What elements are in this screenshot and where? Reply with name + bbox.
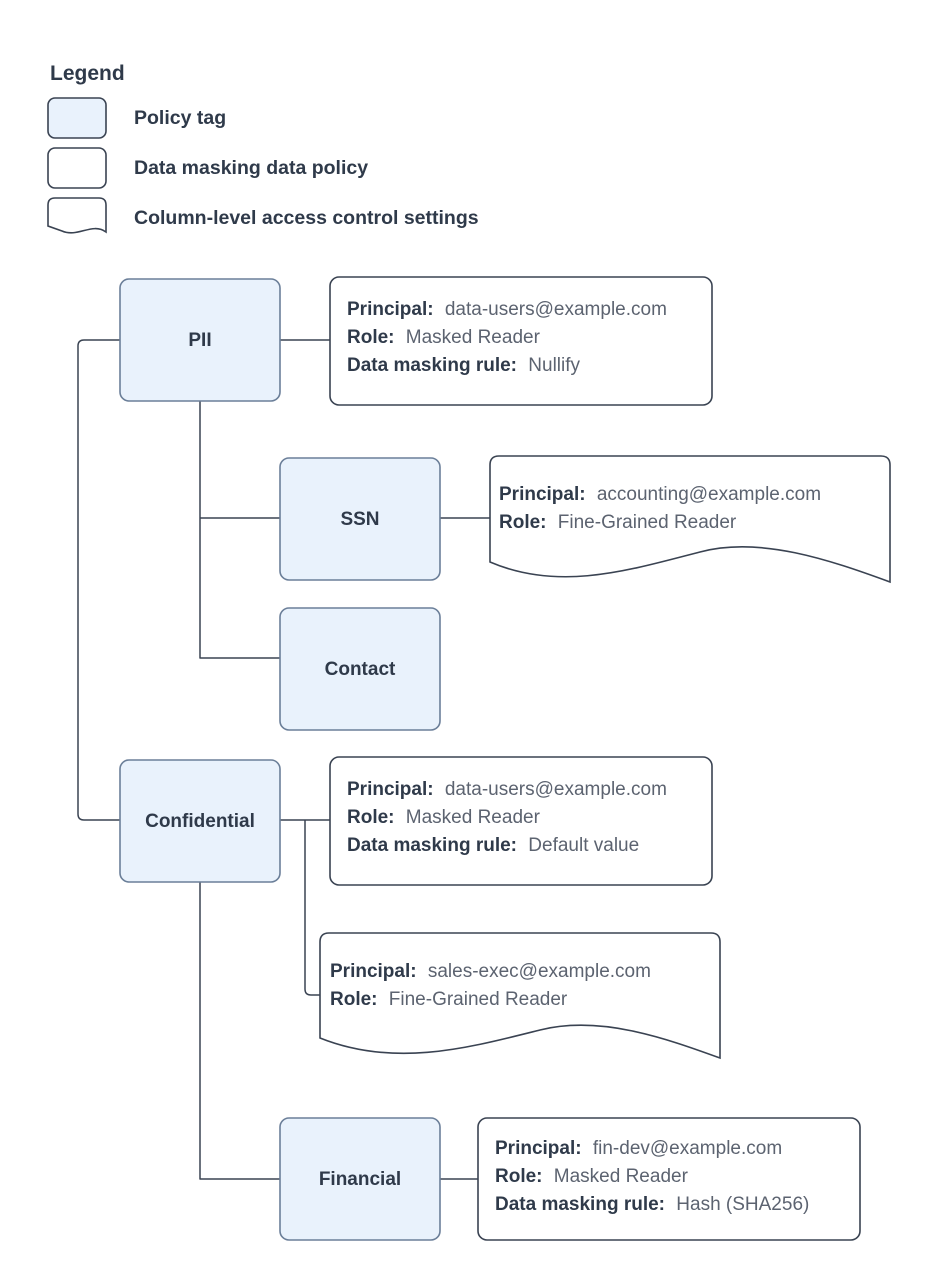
node-ssn-rect[interactable] (279, 457, 441, 581)
card-ssn-access-principal: Principal: accounting@example.com (499, 484, 821, 505)
card-confidential-access-principal-key: Principal: (330, 961, 417, 982)
card-confidential-access-role-value: Fine-Grained Reader (389, 989, 568, 1010)
card-confidential-policy-principal-key: Principal: (347, 779, 434, 800)
card-confidential-policy-rule-key: Data masking rule: (347, 835, 517, 856)
legend: Legend Policy tag Data masking data poli… (47, 62, 479, 234)
card-confidential-access-role-key: Role: (330, 989, 378, 1010)
card-financial-policy-role-key: Role: (495, 1166, 543, 1187)
card-pii-policy-role: Role: Masked Reader (347, 327, 541, 348)
card-confidential-policy-principal: Principal: data-users@example.com (347, 779, 667, 800)
column-level-access-swatch (47, 197, 107, 234)
card-ssn-access-role-value: Fine-Grained Reader (558, 512, 737, 533)
card-confidential-access-role: Role: Fine-Grained Reader (330, 989, 568, 1010)
legend-label-data-masking-policy: Data masking data policy (134, 157, 368, 179)
node-pii[interactable]: PII (119, 278, 281, 402)
legend-label-column-level-access: Column-level access control settings (134, 207, 479, 229)
card-pii-policy-principal: Principal: data-users@example.com (347, 299, 667, 320)
node-contact-rect[interactable] (279, 607, 441, 731)
card-ssn-access-shape[interactable] (489, 455, 891, 584)
card-pii-policy-rule: Data masking rule: Nullify (347, 355, 581, 376)
card-financial-policy-rule-value: Hash (SHA256) (676, 1194, 809, 1215)
card-financial-policy-principal: Principal: fin-dev@example.com (495, 1138, 782, 1159)
node-contact[interactable]: Contact (279, 607, 441, 731)
node-financial[interactable]: Financial (279, 1117, 441, 1241)
connector-confidential-to-access-card (304, 820, 320, 996)
card-pii-policy-shape[interactable] (329, 276, 713, 406)
node-confidential[interactable]: Confidential (119, 759, 281, 883)
card-confidential-policy-role: Role: Masked Reader (347, 807, 541, 828)
legend-item-column-level-access: Column-level access control settings (47, 197, 479, 234)
legend-item-data-masking-policy: Data masking data policy (47, 147, 368, 189)
connector-root-spine (77, 339, 120, 821)
card-ssn-access-role-key: Role: (499, 512, 547, 533)
card-confidential-policy[interactable]: Principal: data-users@example.com Role: … (329, 756, 713, 886)
card-ssn-access-principal-key: Principal: (499, 484, 586, 505)
card-confidential-policy-principal-value: data-users@example.com (445, 779, 667, 800)
connector-confidential-to-financial (199, 882, 280, 1180)
node-pii-label: PII (188, 330, 211, 351)
card-confidential-access-principal: Principal: sales-exec@example.com (330, 961, 651, 982)
card-financial-policy[interactable]: Principal: fin-dev@example.com Role: Mas… (477, 1117, 861, 1241)
legend-item-policy-tag: Policy tag (47, 97, 226, 139)
node-pii-rect[interactable] (119, 278, 281, 402)
card-financial-policy-shape[interactable] (477, 1117, 861, 1241)
node-confidential-rect[interactable] (119, 759, 281, 883)
card-confidential-policy-role-key: Role: (347, 807, 395, 828)
node-financial-label: Financial (319, 1169, 401, 1190)
card-confidential-access[interactable]: Principal: sales-exec@example.com Role: … (319, 932, 721, 1060)
card-ssn-access[interactable]: Principal: accounting@example.com Role: … (489, 455, 891, 584)
card-financial-policy-principal-key: Principal: (495, 1138, 582, 1159)
node-financial-rect[interactable] (279, 1117, 441, 1241)
data-masking-policy-swatch (47, 147, 107, 189)
card-financial-policy-role-value: Masked Reader (554, 1166, 689, 1187)
card-financial-policy-principal-value: fin-dev@example.com (593, 1138, 782, 1159)
node-ssn-label: SSN (340, 509, 379, 530)
card-pii-policy-rule-key: Data masking rule: (347, 355, 517, 376)
card-confidential-policy-rule-value: Default value (528, 835, 639, 856)
card-confidential-access-shape[interactable] (319, 932, 721, 1060)
card-financial-policy-rule: Data masking rule: Hash (SHA256) (495, 1194, 809, 1215)
legend-label-policy-tag: Policy tag (134, 107, 226, 129)
node-ssn[interactable]: SSN (279, 457, 441, 581)
card-confidential-access-principal-value: sales-exec@example.com (428, 961, 651, 982)
legend-title: Legend (50, 62, 125, 85)
card-confidential-policy-shape[interactable] (329, 756, 713, 886)
connector-pii-to-contact (199, 401, 280, 659)
card-ssn-access-role: Role: Fine-Grained Reader (499, 512, 737, 533)
card-pii-policy-role-key: Role: (347, 327, 395, 348)
card-financial-policy-role: Role: Masked Reader (495, 1166, 689, 1187)
card-confidential-policy-role-value: Masked Reader (406, 807, 541, 828)
card-pii-policy-principal-key: Principal: (347, 299, 434, 320)
policy-tag-swatch (47, 97, 107, 139)
card-financial-policy-rule-key: Data masking rule: (495, 1194, 665, 1215)
card-pii-policy-principal-value: data-users@example.com (445, 299, 667, 320)
node-contact-label: Contact (325, 659, 396, 680)
card-ssn-access-principal-value: accounting@example.com (597, 484, 821, 505)
connector-group (77, 339, 490, 1180)
card-pii-policy-role-value: Masked Reader (406, 327, 541, 348)
card-confidential-policy-rule: Data masking rule: Default value (347, 835, 639, 856)
card-pii-policy-rule-value: Nullify (528, 355, 580, 376)
node-confidential-label: Confidential (145, 811, 255, 832)
card-pii-policy[interactable]: Principal: data-users@example.com Role: … (329, 276, 713, 406)
